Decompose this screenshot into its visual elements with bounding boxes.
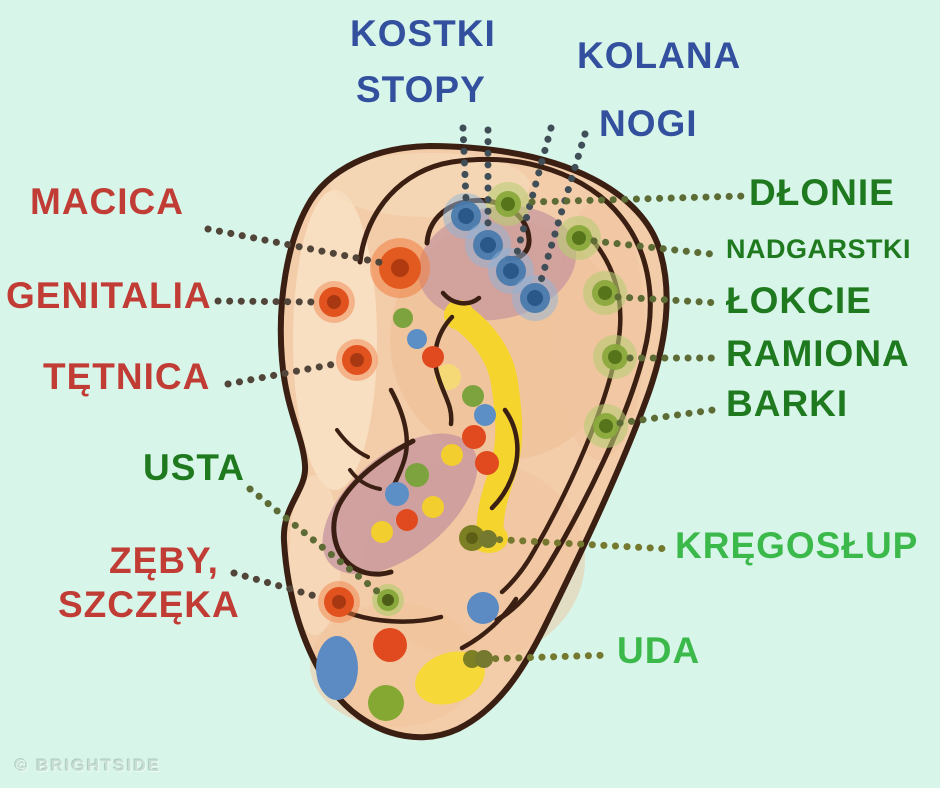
decorative-point xyxy=(475,451,499,475)
label-kregoslup: KRĘGOSŁUP xyxy=(675,525,919,566)
point-genitals xyxy=(313,281,355,323)
brightside-watermark: © BRIGHTSIDE xyxy=(15,756,162,775)
point-arms xyxy=(593,335,637,379)
decorative-point xyxy=(462,425,486,449)
label-dlonie: DŁONIE xyxy=(749,172,895,213)
leader-start-dot xyxy=(475,650,493,668)
decorative-point xyxy=(368,685,404,721)
leader-line-tetnica xyxy=(224,359,344,388)
label-szczeka: SZCZĘKA xyxy=(58,584,240,625)
point-shoulders xyxy=(584,404,628,448)
decorative-point xyxy=(467,592,499,624)
label-usta: USTA xyxy=(143,447,245,488)
decorative-point xyxy=(474,404,496,426)
label-nadgarstki: NADGARSTKI xyxy=(726,234,911,264)
point-uterus xyxy=(370,238,430,298)
label-kolana: KOLANA xyxy=(577,35,742,76)
label-tetnica: TĘTNICA xyxy=(43,356,211,397)
decorative-point xyxy=(462,385,484,407)
leader-start-dot xyxy=(479,530,497,548)
label-lokcie: ŁOKCIE xyxy=(726,280,872,321)
leader-line-dlonie xyxy=(528,192,748,206)
label-barki: BARKI xyxy=(726,383,849,424)
leader-line-kostki-stopy-1 xyxy=(459,124,470,204)
leader-line-genitalia xyxy=(214,297,320,306)
label-genitalia: GENITALIA xyxy=(6,275,212,316)
leader-line-macica xyxy=(204,225,392,268)
label-macica: MACICA xyxy=(30,181,184,222)
decorative-point xyxy=(393,308,413,328)
leader-line-barki xyxy=(616,405,724,427)
decorative-point xyxy=(373,628,407,662)
leader-line-nogi xyxy=(535,130,589,291)
decorative-point xyxy=(371,521,393,543)
leader-line-kregoslup xyxy=(484,535,674,553)
point-mouth xyxy=(372,584,404,616)
acupoints-layer xyxy=(204,124,748,721)
point-spine xyxy=(459,525,485,551)
label-ramiona: RAMIONA xyxy=(726,333,910,374)
decorative-point xyxy=(316,636,358,700)
leader-line-uda xyxy=(480,651,614,663)
decorative-point xyxy=(407,329,427,349)
leader-line-zeby-szczeka xyxy=(230,569,326,602)
decorative-point xyxy=(441,444,463,466)
decorative-point xyxy=(405,463,429,487)
point-legs xyxy=(512,275,558,321)
decorative-point xyxy=(422,346,444,368)
leader-line-usta xyxy=(246,485,382,596)
leader-line-nadgarstki xyxy=(590,237,724,259)
decorative-point xyxy=(396,509,418,531)
label-zeby: ZĘBY, xyxy=(109,540,219,581)
spine-highlight xyxy=(415,300,523,705)
label-kostki: KOSTKI xyxy=(350,13,496,54)
point-hands xyxy=(486,182,530,226)
decorative-point xyxy=(422,496,444,518)
decorative-point xyxy=(385,482,409,506)
label-stopy: STOPY xyxy=(356,69,486,110)
point-artery xyxy=(336,339,378,381)
label-uda: UDA xyxy=(617,630,701,671)
label-nogi: NOGI xyxy=(599,103,698,144)
point-wrists xyxy=(557,216,601,260)
leader-line-kolana xyxy=(511,124,555,264)
point-elbows xyxy=(583,271,627,315)
point-teeth-jaw xyxy=(318,581,360,623)
